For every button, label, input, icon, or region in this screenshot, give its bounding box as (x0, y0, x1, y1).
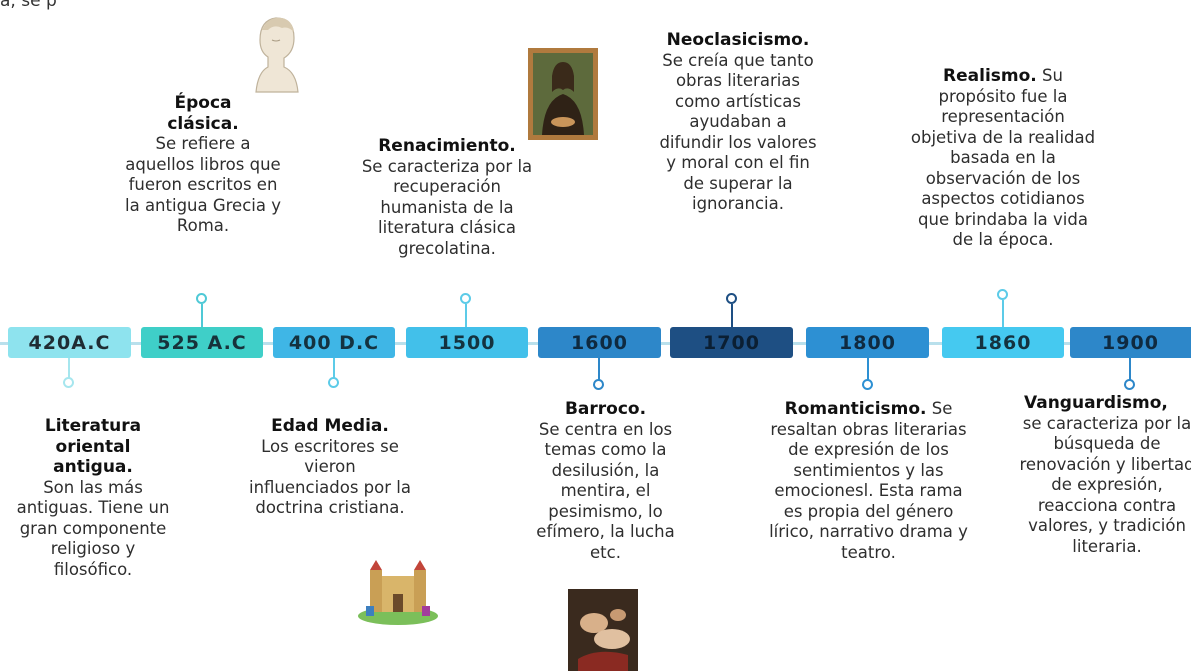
year-label: 1500 (438, 331, 496, 354)
year-400dc: 400 D.C (273, 327, 395, 358)
connector-dot (63, 377, 74, 388)
connector-stem (1002, 300, 1004, 327)
castle-image (358, 560, 438, 625)
year-label: 1800 (839, 331, 896, 354)
connector-stem (731, 304, 733, 327)
event-description: Se centra en los temas como la desilusió… (536, 419, 675, 562)
year-label: 1900 (1102, 331, 1159, 354)
neoclasicismo-text: Neoclasicismo. Se creía que tanto obras … (648, 30, 828, 215)
mona-lisa-image (528, 48, 598, 140)
event-title: Realismo. (943, 66, 1037, 86)
barroco-text: Barroco. Se centra en los temas como la … (513, 399, 698, 563)
event-title: Época clásica. (167, 93, 239, 134)
connector-stem (68, 358, 70, 378)
connector-dot (196, 293, 207, 304)
year-1700: 1700 (670, 327, 793, 358)
year-1900: 1900 (1070, 327, 1191, 358)
event-description: Se resaltan obras literarias de expresió… (769, 399, 968, 562)
event-description: Son las más antiguas. Tiene un gran comp… (16, 477, 170, 579)
event-description: Se refiere a aquellos libros que fueron … (125, 134, 281, 235)
event-title: Neoclasicismo. (666, 30, 810, 50)
year-label: 1600 (571, 331, 628, 354)
connector-dot (593, 379, 604, 390)
event-title: Literatura oriental antigua. (44, 416, 142, 477)
event-title: Barroco. (564, 399, 647, 419)
event-title: Romanticismo. (784, 399, 927, 419)
connector-stem (1129, 358, 1131, 381)
connector-dot (726, 293, 737, 304)
year-label: 525 A.C (157, 331, 247, 354)
year-1860: 1860 (942, 327, 1064, 358)
epoca-clasica-text: Época clásica. Se refiere a aquellos lib… (113, 93, 293, 237)
year-1600: 1600 (538, 327, 661, 358)
edad-media-text: Edad Media. Los escritores se vieron inf… (245, 416, 415, 519)
event-description: Su propósito fue la representación objet… (910, 66, 1096, 249)
connector-stem (867, 358, 869, 381)
connector-dot (1124, 379, 1135, 390)
connector-dot (460, 293, 471, 304)
year-label: 400 D.C (288, 331, 380, 354)
event-description: Se caracteriza por la recuperación human… (361, 156, 533, 258)
baroque-painting-image (568, 589, 638, 671)
renacimiento-text: Renacimiento. Se caracteriza por la recu… (352, 136, 542, 259)
event-title: Renacimiento. (378, 136, 516, 156)
realismo-text: Realismo. Su propósito fue la representa… (908, 66, 1098, 251)
connector-stem (598, 358, 600, 381)
year-label: 1700 (703, 331, 760, 354)
year-label: 420A.C (28, 331, 111, 354)
connector-stem (333, 358, 335, 378)
year-1800: 1800 (806, 327, 929, 358)
event-title: Vanguardismo, (1024, 393, 1168, 413)
event-description: se caracteriza por la búsqueda de renova… (1019, 413, 1191, 556)
event-title: Edad Media. (271, 416, 389, 436)
year-420ac: 420A.C (8, 327, 131, 358)
event-description: Se creía que tanto obras literarias como… (659, 50, 817, 214)
year-label: 1860 (974, 331, 1032, 354)
literatura-oriental-text: Literatura oriental antigua. Son las más… (8, 416, 178, 580)
vanguardismo-text: Vanguardismo, se caracteriza por la búsq… (1016, 393, 1191, 557)
connector-dot (328, 377, 339, 388)
connector-dot (862, 379, 873, 390)
bust-image (255, 17, 299, 93)
year-525ac: 525 A.C (141, 327, 263, 358)
top-text-fragment: a, se p (0, 0, 57, 11)
connector-stem (465, 304, 467, 327)
connector-stem (201, 304, 203, 327)
romanticismo-text: Romanticismo. Se resaltan obras literari… (766, 399, 971, 563)
year-1500: 1500 (406, 327, 528, 358)
connector-dot (997, 289, 1008, 300)
event-description: Los escritores se vieron influenciados p… (249, 436, 411, 518)
